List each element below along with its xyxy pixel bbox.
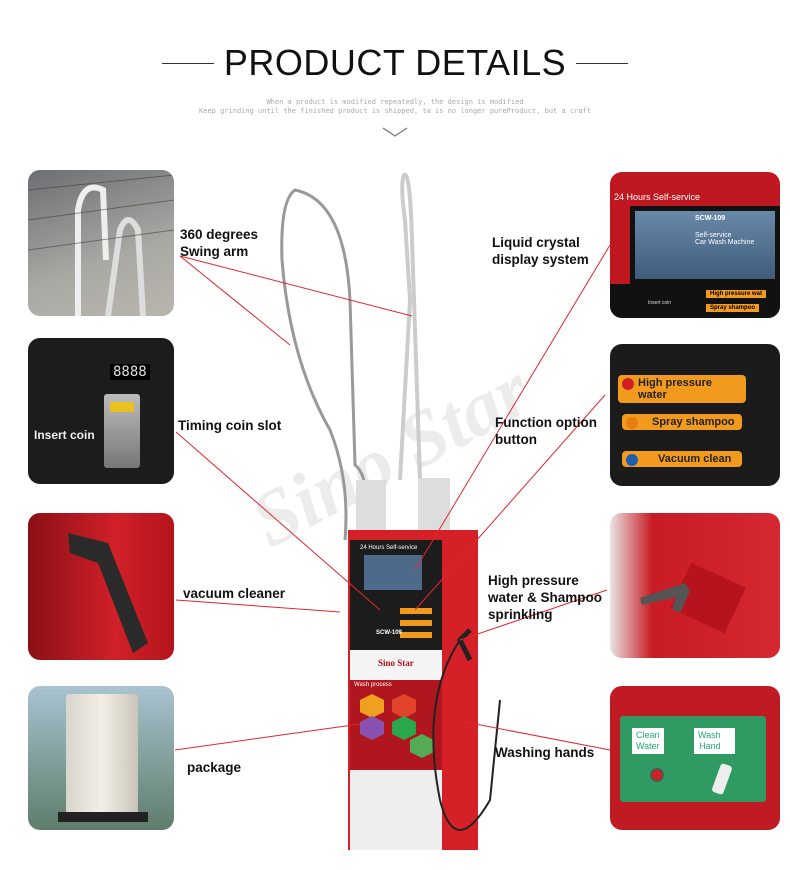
btn-vacuum-clean-label: Vacuum clean: [658, 453, 732, 465]
photo-lcd: 24 Hours Self-service SCW-109 Self-servi…: [610, 172, 780, 318]
subtitle-line-1: When a product is modified repeatedly, t…: [266, 98, 524, 106]
label-function: Function option button: [495, 414, 597, 448]
label-lcd-1: Liquid crystal: [492, 235, 580, 250]
subtitle-line-2: Keep grinding until the finished product…: [199, 107, 591, 115]
lcd-panel-bottom: [610, 284, 780, 318]
machine-header: 24 Hours Self-service: [360, 545, 418, 551]
lcd-screen: SCW-109 Self-service Car Wash Machine: [630, 206, 780, 284]
label-lcd-2: display system: [492, 252, 589, 267]
lcd-model: SCW-109: [695, 215, 726, 222]
swing-arm-image: [28, 174, 174, 316]
btn-high-pressure-label: High pressure water: [638, 377, 712, 401]
machine-model: SCW-109: [376, 630, 402, 636]
water-button: [650, 768, 664, 782]
label-swing-arm-2: Swing arm: [180, 244, 249, 259]
label-hp-1: High pressure: [488, 573, 579, 588]
pallet: [58, 812, 148, 822]
water-text: Water: [636, 741, 660, 751]
hand-text: Hand: [699, 741, 721, 751]
vacuum-nozzle-image: [68, 533, 148, 653]
btn-spray-shampoo-label: Spray shampoo: [652, 416, 735, 428]
clean-text: Clean: [636, 730, 660, 740]
lcd-desc1: Self-service: [695, 232, 732, 239]
label-vacuum: vacuum cleaner: [183, 586, 286, 601]
label-washing-hands: Washing hands: [495, 745, 595, 760]
label-coin-slot: Timing coin slot: [178, 418, 282, 433]
timer-display: 8888: [110, 364, 150, 380]
chevron-down-icon: [382, 127, 408, 137]
title-divider-right: [576, 63, 628, 64]
lcd-btn-1: High pressure wat: [706, 290, 767, 298]
callout-lines: [174, 244, 611, 751]
machine-screen: [364, 555, 422, 590]
photo-package: [28, 686, 174, 830]
label-hp-2: water & Shampoo: [488, 590, 603, 605]
btn-spray-shampoo: Spray shampoo: [622, 414, 742, 430]
label-hp-3: sprinkling: [488, 607, 553, 622]
photo-spray-gun: [610, 513, 780, 658]
page-title: PRODUCT DETAILS: [223, 42, 567, 83]
machine-buttons: [400, 608, 432, 638]
wash-text: Wash: [698, 730, 721, 740]
machine-process: Wash process: [354, 682, 392, 688]
label-lcd: Liquid crystal display system: [492, 234, 589, 268]
label-function-2: button: [495, 432, 537, 447]
insert-coin-label: Insert coin: [34, 428, 95, 442]
lcd-desc2: Car Wash Machine: [695, 239, 755, 246]
btn-vacuum-clean: Vacuum clean: [622, 451, 742, 467]
title-divider-left: [162, 63, 214, 64]
lcd-insert: Insert coin: [648, 300, 672, 306]
coin-acceptor: [104, 394, 140, 468]
photo-vacuum: [28, 513, 174, 660]
label-high-pressure: High pressure water & Shampoo sprinkling: [488, 572, 602, 623]
btn-high-pressure: High pressure water: [618, 375, 746, 403]
swing-arms: [280, 172, 450, 541]
lcd-btn-2: Spray shampoo: [706, 304, 760, 312]
wrapped-package: [66, 694, 138, 814]
lcd-brand: 24 Hours Self-service: [614, 192, 701, 202]
photo-coin-slot: 8888 Insert coin: [28, 338, 174, 484]
photo-function-buttons: High pressure water Spray shampoo Vacuum…: [610, 344, 780, 486]
label-package: package: [187, 760, 242, 775]
process-icons: [360, 694, 434, 758]
photo-swing-arm: [28, 170, 174, 316]
machine-brand: Sino Star: [378, 658, 414, 668]
label-swing-arm-1: 360 degrees: [180, 227, 259, 242]
label-function-1: Function option: [495, 415, 597, 430]
spray-gun-image: [640, 562, 746, 634]
